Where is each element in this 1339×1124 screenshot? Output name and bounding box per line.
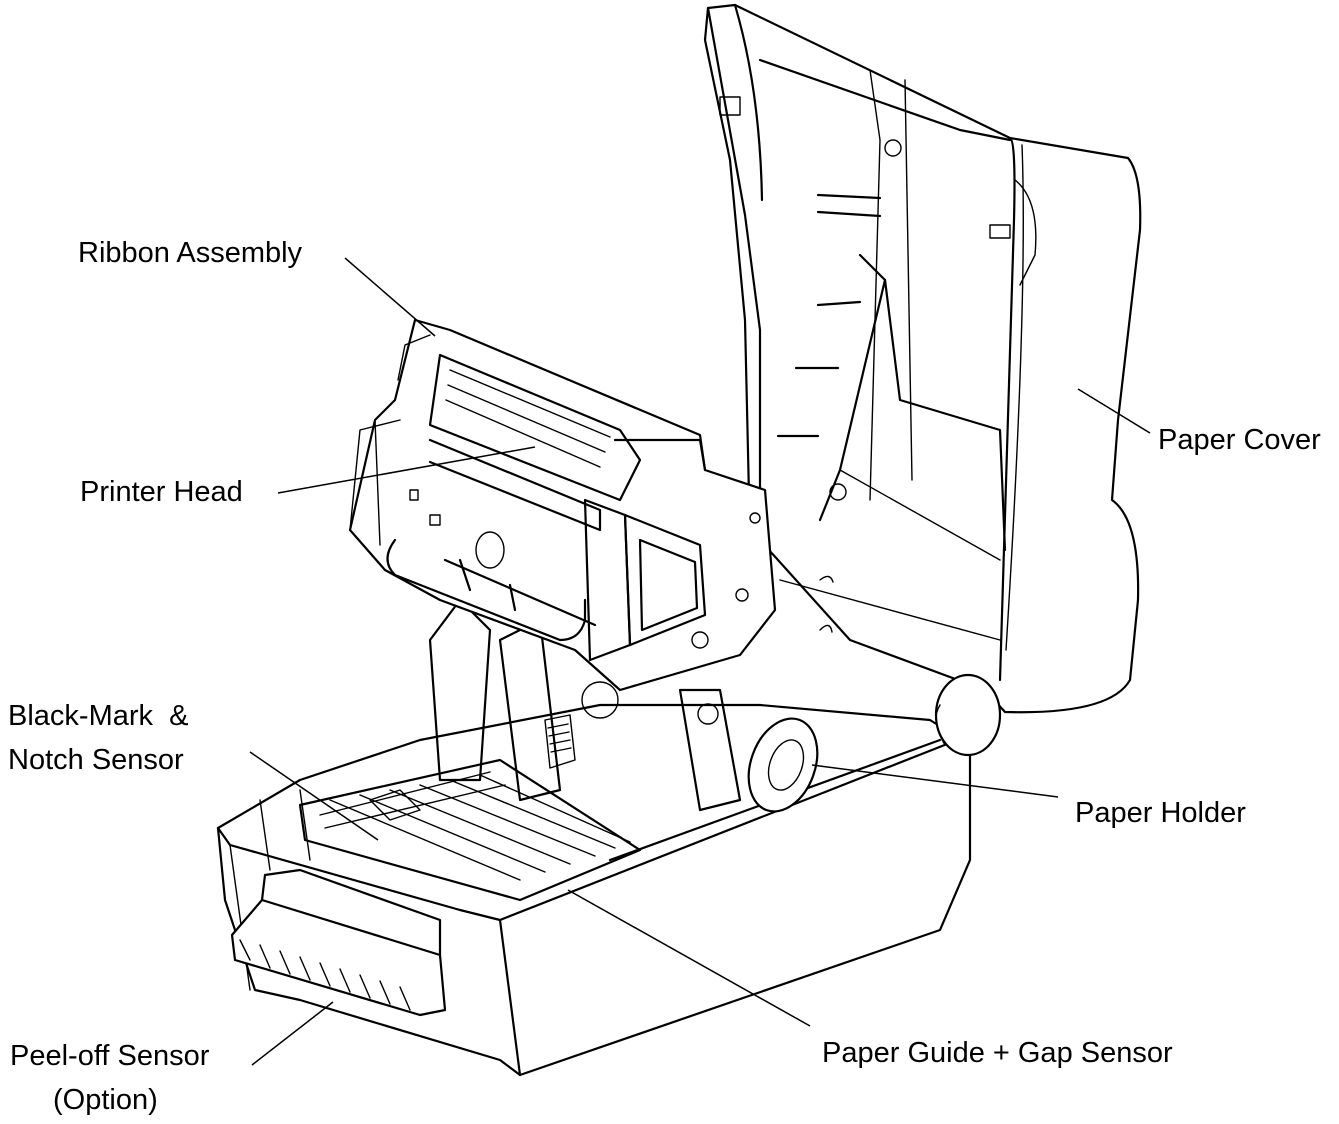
paper-cover-leader: [1077, 388, 1151, 434]
printer-base: [216, 598, 1002, 1077]
paper-holder-label: Paper Holder: [1075, 797, 1246, 829]
black-mark-leader: [249, 751, 379, 841]
peel-off-label-line1: Peel-off Sensor: [10, 1040, 210, 1072]
black-mark-label-line2: Notch Sensor: [8, 744, 184, 776]
paper-holder-leader: [811, 764, 1059, 798]
paper-guide-leader: [567, 889, 811, 1027]
ribbon-assembly-label: Ribbon Assembly: [78, 237, 303, 269]
peel-off-label-line2: (Option): [53, 1084, 158, 1116]
paper-guide-label: Paper Guide + Gap Sensor: [822, 1037, 1173, 1069]
ribbon-assembly-part: [348, 318, 777, 692]
printer-head-leader: [277, 446, 536, 494]
paper-cover-part: [703, 3, 1142, 714]
black-mark-label-line1: Black-Mark &: [8, 700, 189, 732]
peel-off-leader: [251, 1001, 334, 1066]
printer-head-label: Printer Head: [80, 476, 243, 508]
paper-cover-label: Paper Cover: [1158, 424, 1321, 456]
ribbon-assembly-leader: [344, 257, 436, 337]
